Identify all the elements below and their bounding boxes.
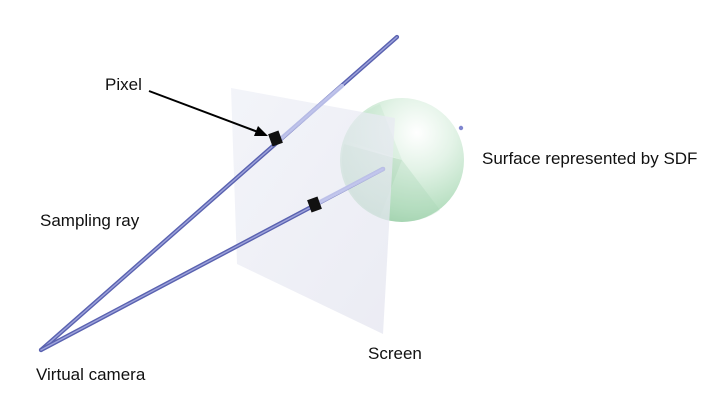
surface-point-dot — [458, 125, 464, 131]
sampling-ray-label: Sampling ray — [40, 211, 140, 230]
screen-label: Screen — [368, 344, 422, 363]
sampling-ray-upper — [38, 34, 400, 353]
pixel-marker-upper — [268, 130, 283, 147]
sampling-ray-lower — [38, 166, 386, 353]
pixel-label: Pixel — [105, 75, 142, 94]
pixel-marker-lower — [307, 196, 322, 213]
surface-label: Surface represented by SDF — [482, 149, 698, 168]
pixel-pointer-arrow — [148, 90, 268, 136]
virtual-camera-label: Virtual camera — [36, 365, 146, 384]
